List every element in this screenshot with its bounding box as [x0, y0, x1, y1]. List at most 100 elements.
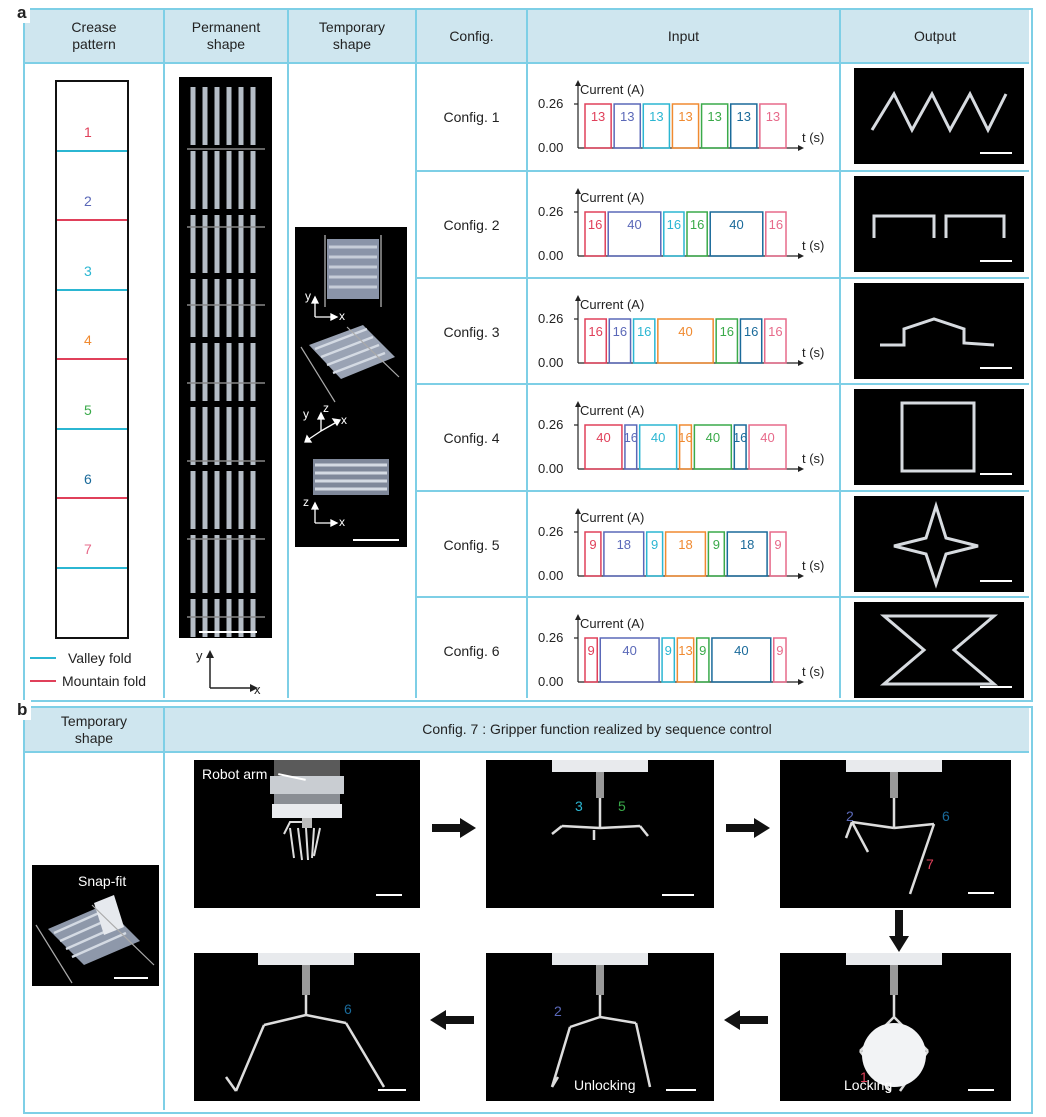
crease-number-3: 3 — [84, 262, 92, 279]
y-axis-label: Current (A) — [580, 82, 644, 97]
legend-mountain-swatch — [30, 680, 56, 682]
crease-strip — [55, 80, 129, 639]
pulse-label: 16 — [768, 324, 782, 339]
pulse-label: 13 — [707, 109, 721, 124]
pulse-bar — [729, 103, 758, 149]
pulse-bar — [748, 424, 787, 470]
output-shape-drawing — [893, 500, 979, 589]
y-axis-arrow — [575, 401, 581, 407]
crease-number-1: 1 — [84, 123, 92, 140]
col-sep — [287, 10, 289, 698]
pulse-label: 40 — [651, 430, 665, 445]
fold-label-2: 2 — [846, 808, 854, 824]
pulse-label: 13 — [678, 109, 692, 124]
y-axis-arrow — [575, 80, 581, 86]
panel-b-frame — [23, 706, 1033, 1114]
pulse-label: 13 — [678, 643, 692, 658]
gripper-frame-5: 2 Unlocking — [486, 953, 714, 1101]
header-crease-pattern: Crease pattern — [71, 19, 117, 52]
crease-line-3 — [57, 288, 127, 291]
y-axis-label: Current (A) — [580, 510, 644, 525]
pulse-bar — [769, 531, 787, 577]
legend-valley-label: Valley fold — [68, 650, 132, 666]
pulse-label: 16 — [667, 217, 681, 232]
config-label: Config. 5 — [443, 537, 500, 553]
gripper-drawing — [550, 953, 652, 1088]
snap-fit-scale-bar — [114, 977, 148, 979]
pulse-bar — [686, 211, 708, 257]
snap-fit-label: Snap-fit — [78, 873, 127, 889]
y-axis-label: Current (A) — [580, 190, 644, 205]
output-shape-outline — [870, 90, 1008, 134]
col-sep — [839, 10, 841, 698]
y-tick-high: 0.26 — [538, 524, 563, 539]
pulse-label: 16 — [624, 430, 638, 445]
pulse-bar — [693, 424, 733, 470]
header-output: Output — [913, 27, 957, 44]
pulse-label: 16 — [678, 430, 692, 445]
robot-arm-label: Robot arm — [202, 766, 268, 782]
pulse-bar — [638, 424, 678, 470]
permanent-scale-bar — [199, 631, 257, 633]
pulse-bar — [733, 424, 747, 470]
col-sep — [163, 10, 165, 698]
pulse-bar — [603, 531, 645, 577]
scale-bar — [376, 894, 402, 896]
x-axis-arrow — [798, 360, 804, 366]
pulse-label: 9 — [665, 643, 672, 658]
pulse-bar — [661, 637, 676, 683]
axis-y-label: y — [196, 648, 203, 663]
config-label: Config. 2 — [443, 217, 500, 233]
output-shape-outline — [872, 214, 1006, 238]
y-tick-low: 0.00 — [538, 674, 563, 689]
fold-label-6: 6 — [942, 808, 950, 824]
gripper-frame-2: 3 5 — [486, 760, 714, 908]
config-label: Config. 1 — [443, 109, 500, 125]
y-tick-low: 0.00 — [538, 568, 563, 583]
y-axis-label: Current (A) — [580, 297, 644, 312]
fold-label-2b: 2 — [554, 1003, 562, 1019]
x-axis-label: t (s) — [802, 345, 824, 360]
fold-label-3: 3 — [575, 798, 583, 814]
pulse-bar — [657, 318, 714, 364]
temp-axis-y2: y — [303, 407, 309, 421]
x-axis-arrow — [798, 145, 804, 151]
gripper-drawing — [844, 760, 942, 895]
x-axis-label: t (s) — [802, 664, 824, 679]
fold-label-1: 1 — [860, 1069, 868, 1085]
output-scale-bar — [980, 367, 1012, 369]
pulse-label: 40 — [734, 643, 748, 658]
pulse-bar — [715, 318, 739, 364]
pulse-label: 40 — [760, 430, 774, 445]
output-scale-bar — [980, 580, 1012, 582]
crease-line-1 — [57, 149, 127, 152]
panel-b-header-bg — [25, 708, 1029, 751]
pulse-label: 9 — [713, 537, 720, 552]
pulse-label: 9 — [589, 537, 596, 552]
legend-mountain-label: Mountain fold — [62, 673, 147, 689]
panel-b-letter: b — [13, 700, 32, 720]
pulse-bar — [678, 424, 693, 470]
output-shape-photo — [854, 68, 1024, 164]
x-axis-label: t (s) — [802, 451, 824, 466]
output-shape-drawing — [879, 614, 999, 686]
pulse-label: 9 — [651, 537, 658, 552]
gripper-frame-3: 2 6 7 — [780, 760, 1011, 908]
header-b-config7: Config. 7 : Gripper function realized by… — [422, 721, 772, 737]
pulse-bar — [726, 531, 768, 577]
y-tick-high: 0.26 — [538, 417, 563, 432]
y-axis-arrow — [575, 508, 581, 514]
locking-label: Locking — [844, 1077, 893, 1093]
permanent-shape-photo — [179, 77, 272, 638]
gripper-frame-4: 1 Locking — [780, 953, 1011, 1101]
y-axis-arrow — [575, 614, 581, 620]
panel-a-letter: a — [13, 3, 31, 23]
fold-label-6b: 6 — [344, 1001, 352, 1017]
output-scale-bar — [980, 260, 1012, 262]
pulse-label: 13 — [766, 109, 780, 124]
pulse-label: 16 — [720, 324, 734, 339]
pulse-bar — [607, 211, 662, 257]
arrow-left-icon — [430, 1010, 474, 1030]
temp-axis-z2: z — [323, 401, 329, 415]
